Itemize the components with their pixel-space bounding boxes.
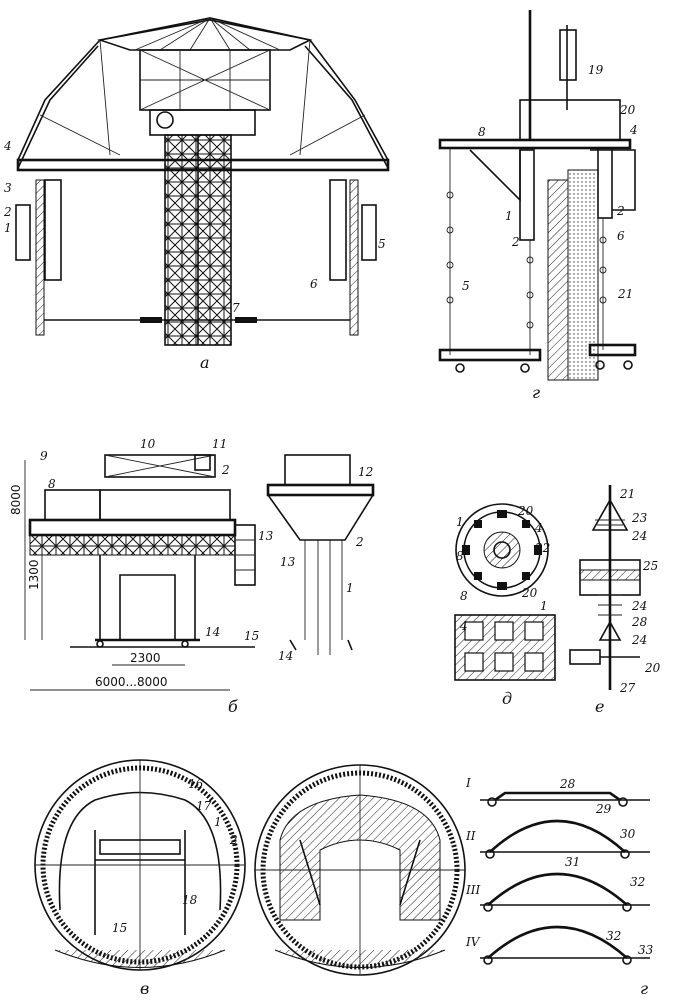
figure-v: 16 17 1 2 18 15 в [34,759,466,998]
label-d-1: 1 [456,515,464,529]
label-z-28: 28 [559,777,576,791]
label-v-16: 16 [188,777,204,791]
figure-b: 9 10 11 2 8 13 14 15 12 2 13 1 14 8000 1… [9,437,375,716]
label-b-1: 1 [346,581,354,595]
label-g-1: 1 [505,209,513,223]
label-d-4b: 4 [459,619,468,633]
label-g-19: 19 [588,63,604,77]
stage-III: III [465,883,480,897]
label-z-33: 33 [638,943,654,957]
label-z-30: 30 [620,827,636,841]
caption-a: а [200,353,210,372]
label-v-1: 1 [214,815,222,829]
label-d-22: 22 [534,541,550,555]
figure-d: 20 4 22 1 8 20 1 8 4 д [454,503,556,708]
label-e-25: 25 [642,559,658,573]
label-b-2: 2 [221,463,230,477]
caption-e: е [595,697,604,716]
label-g-8: 8 [478,125,486,139]
label-z-31: 31 [565,855,580,869]
label-b-13: 13 [258,529,274,543]
label-a-4: 4 [3,139,12,153]
label-g-6: 6 [617,229,625,243]
caption-z: г [640,979,648,998]
label-d-20: 20 [517,504,534,518]
label-e-27: 27 [619,681,636,695]
dim-b-mid: 1300 [27,559,41,590]
label-d-20b: 20 [521,586,538,600]
label-b-8: 8 [48,477,56,491]
label-d-1b: 1 [540,599,548,613]
label-e-24c: 24 [631,633,647,647]
stage-II: II [465,829,476,843]
label-b-14: 14 [205,625,220,639]
figure-a: 1 2 3 4 5 6 7 а [3,17,390,372]
label-v-15: 15 [112,921,127,935]
label-b-13b: 13 [280,555,296,569]
label-v-2: 2 [229,833,238,847]
label-a-1: 1 [4,221,12,235]
caption-g: г [532,383,540,402]
caption-v: в [140,979,149,998]
label-z-32b: 32 [606,929,621,943]
label-e-20: 20 [644,661,661,675]
stage-I: I [465,776,471,790]
label-a-5: 5 [378,237,386,251]
label-z-32: 32 [630,875,645,889]
label-e-24: 24 [631,529,647,543]
dim-b-inner: 2300 [130,651,161,665]
label-g-20: 20 [619,103,636,117]
label-d-4: 4 [534,521,543,535]
label-b-10: 10 [140,437,156,451]
label-b-9: 9 [40,449,48,463]
label-b-14b: 14 [278,649,293,663]
label-b-2b: 2 [355,535,364,549]
label-b-12: 12 [358,465,373,479]
label-g-2a: 2 [511,235,520,249]
dim-b-outer: 6000...8000 [95,675,168,689]
figure-e: 21 23 24 25 24 28 24 20 27 е [569,485,661,716]
stage-IV: IV [465,935,481,949]
label-z-29: 29 [595,802,612,816]
caption-d: д [502,689,512,708]
label-g-4: 4 [629,123,638,137]
label-d-8: 8 [456,549,464,563]
label-a-2: 2 [3,205,12,219]
label-e-28: 28 [631,615,648,629]
label-g-5: 5 [462,279,470,293]
label-b-15: 15 [244,629,259,643]
label-d-8b: 8 [460,589,468,603]
label-e-24b: 24 [631,599,647,613]
label-v-17: 17 [196,799,212,813]
label-v-18: 18 [182,893,198,907]
label-e-23: 23 [631,511,648,525]
label-a-6: 6 [310,277,318,291]
label-g-21: 21 [617,287,633,301]
label-b-11: 11 [212,437,227,451]
label-g-2b: 2 [616,204,625,218]
figure-z: I II III IV 28 29 30 31 32 32 33 г [465,776,654,998]
dim-b-height: 8000 [9,484,23,515]
caption-b: б [228,697,238,716]
label-a-7: 7 [232,301,240,315]
label-e-21: 21 [619,487,635,501]
label-a-3: 3 [4,181,12,195]
figure-g: 19 20 8 4 1 2 6 5 21 2 г [438,10,638,402]
